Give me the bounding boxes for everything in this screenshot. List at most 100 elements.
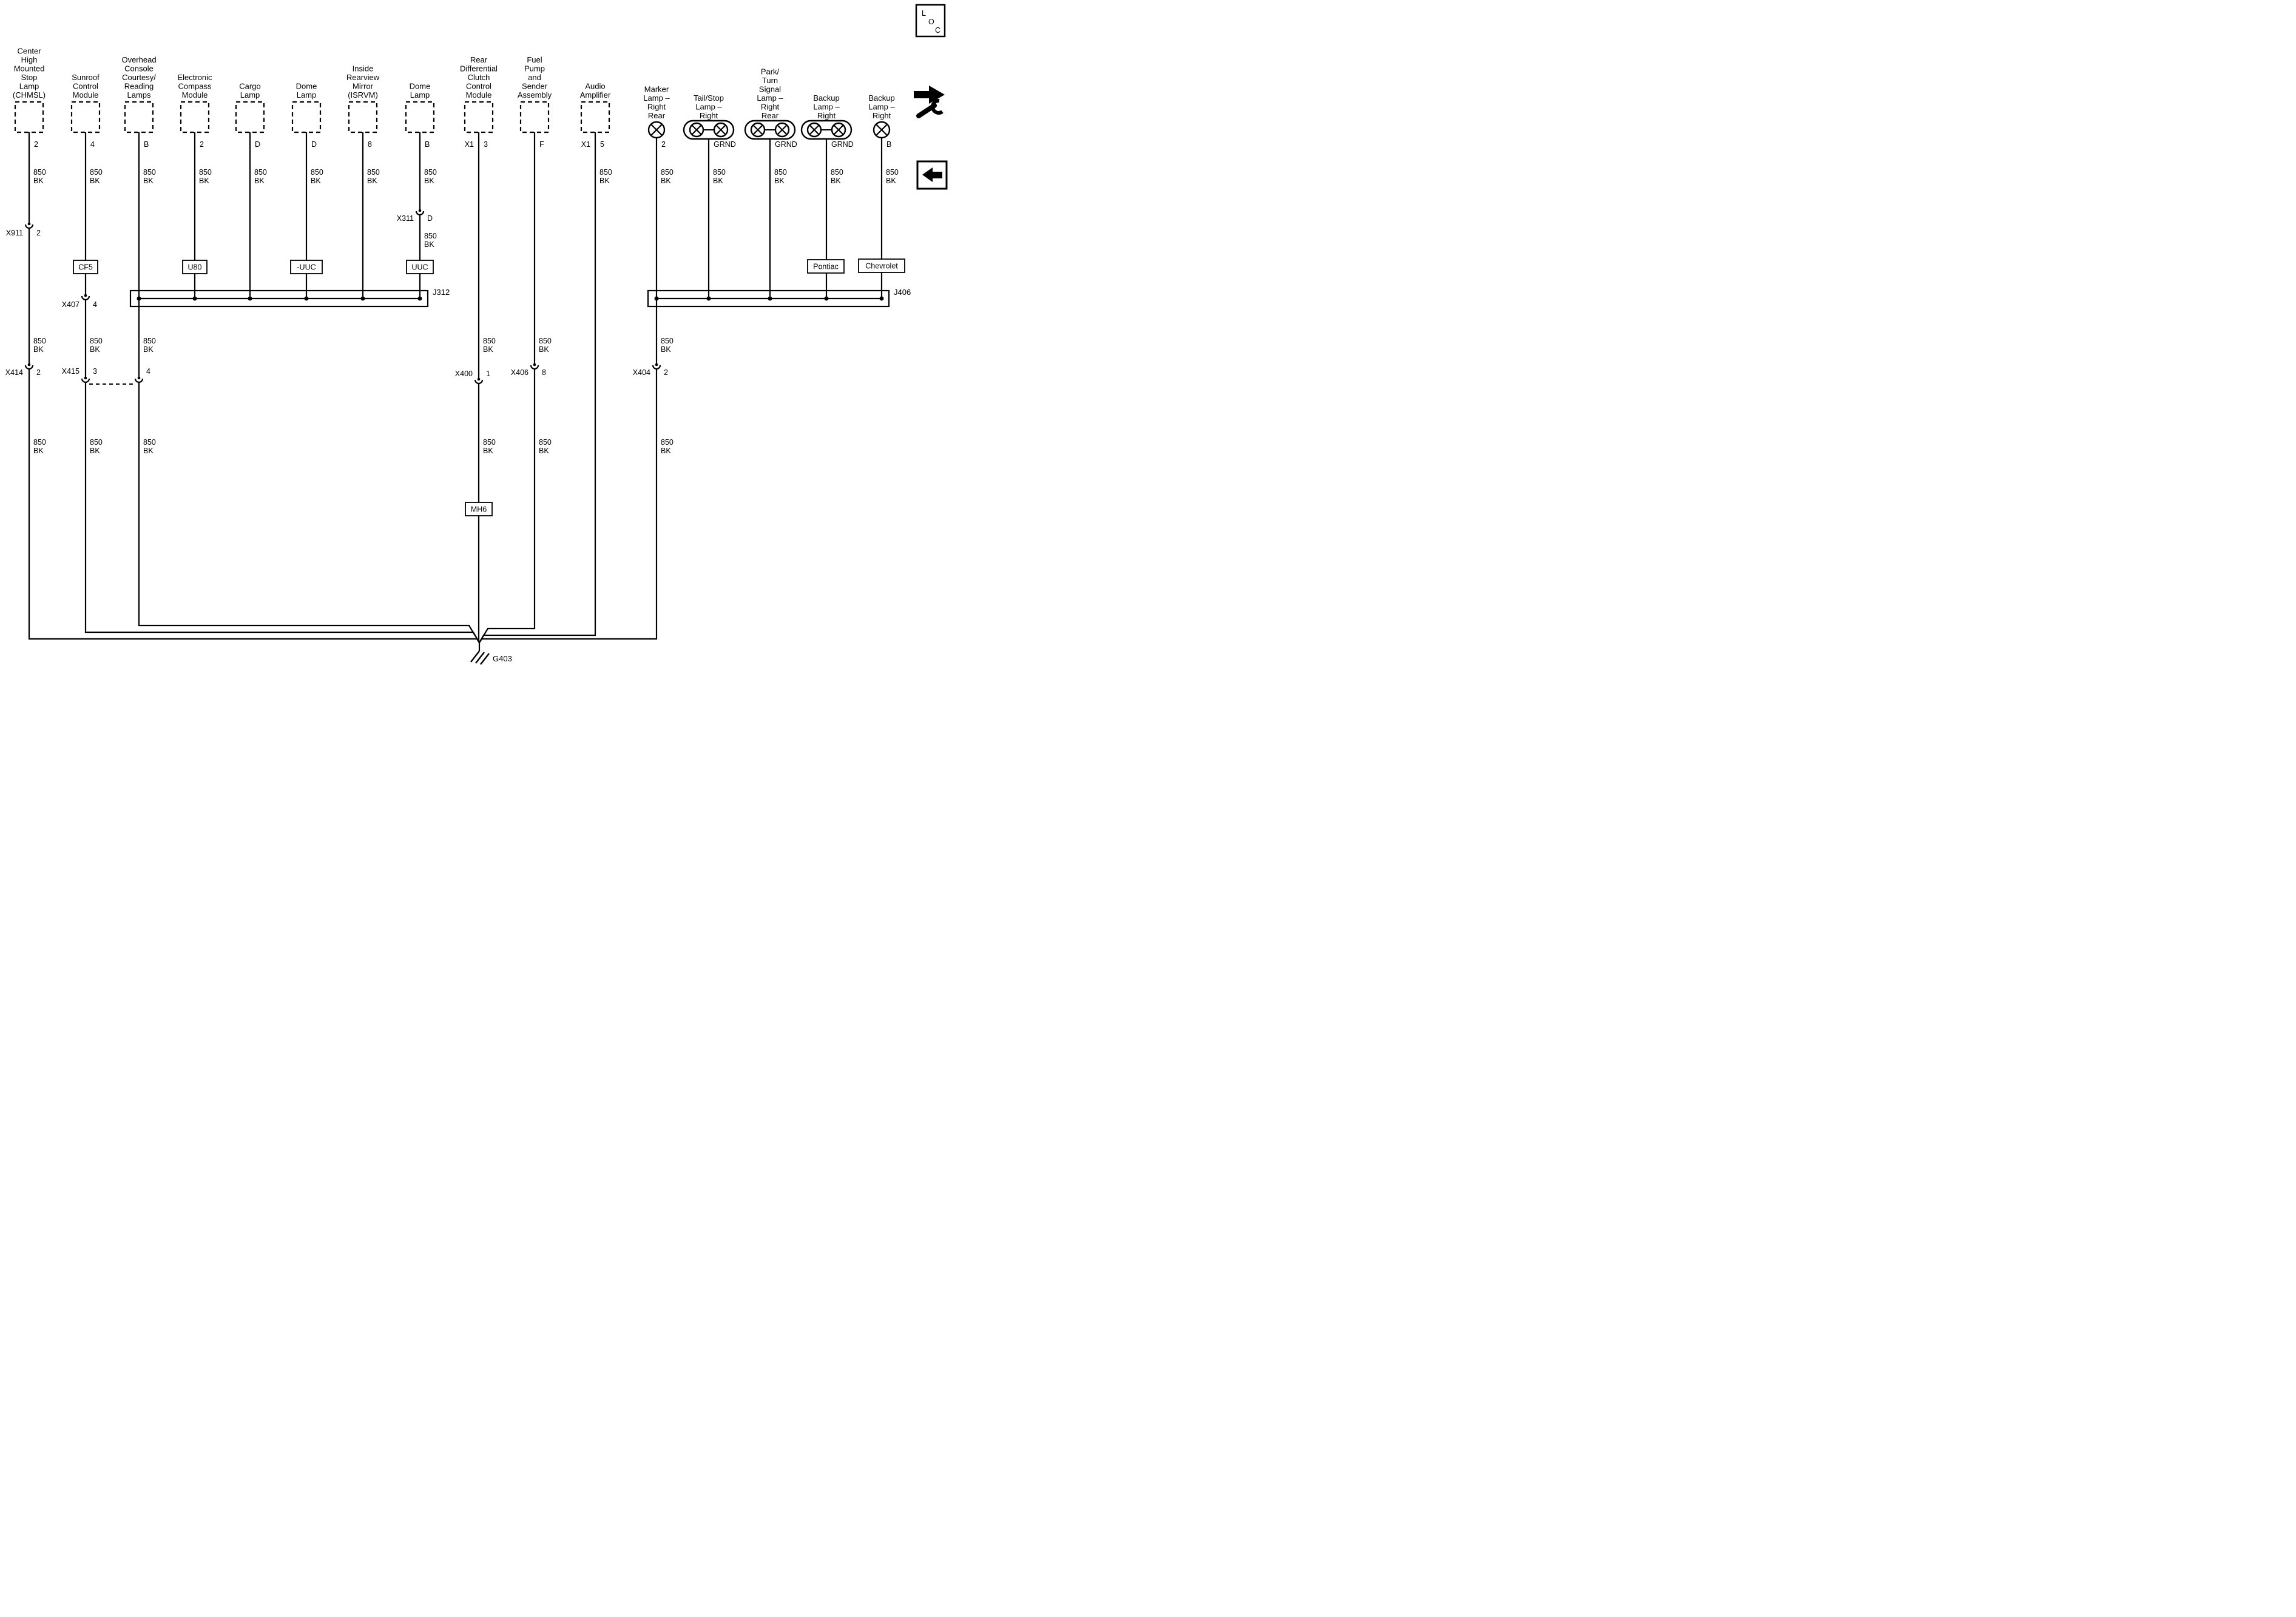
component-box xyxy=(180,101,210,133)
tag-box xyxy=(182,260,208,274)
connector-cup xyxy=(652,365,661,370)
connector-pin-tip xyxy=(477,377,481,381)
connector-cup xyxy=(530,365,539,370)
component-label: Clutch xyxy=(468,73,490,82)
loc-indicator[interactable]: LOC xyxy=(915,4,946,38)
splice-junction-dot xyxy=(417,296,422,301)
pin-label: 4 xyxy=(90,140,95,149)
component-label: Sender xyxy=(522,82,548,91)
lamp-label: Tail/Stop xyxy=(694,93,724,103)
component-label: Lamps xyxy=(127,90,151,100)
connector-pin-tip xyxy=(84,294,87,297)
connector-cup xyxy=(24,224,34,229)
pin-label: 5 xyxy=(600,140,604,149)
connector-pin-tip xyxy=(137,376,141,380)
lamp-label: Backup xyxy=(813,93,839,103)
lamp-label: Signal xyxy=(759,85,781,94)
component-label: Cargo xyxy=(239,82,260,91)
component-label: Dome xyxy=(410,82,431,91)
lamp-label: Lamp – xyxy=(695,103,722,112)
lamp-label: Lamp – xyxy=(757,93,783,103)
lamp-label: Lamp – xyxy=(643,93,670,103)
pin-label: B xyxy=(144,140,149,149)
wrench-head xyxy=(931,98,944,115)
component-box xyxy=(70,101,101,133)
splice-j312: J312 xyxy=(129,288,450,308)
tag-label: -UUC xyxy=(297,263,316,272)
component-label: (CHMSL) xyxy=(13,90,46,100)
component-label: Module xyxy=(466,90,492,100)
component-box xyxy=(124,101,154,133)
component-label: Fuel xyxy=(527,55,542,64)
component-label: Differential xyxy=(460,64,498,73)
component-label: Rear xyxy=(470,55,488,64)
component-label: (ISRVM) xyxy=(348,90,378,100)
tag-label: MH6 xyxy=(471,505,487,514)
component-label: Electronic xyxy=(177,73,212,82)
component-label: Control xyxy=(466,82,491,91)
connector-cup xyxy=(474,379,484,385)
component-box xyxy=(464,101,494,133)
lamp-x xyxy=(777,124,788,135)
service-wrench-icon[interactable] xyxy=(914,86,945,118)
connector-pin-label: 1 xyxy=(486,370,490,378)
splice-junction-dot xyxy=(137,296,141,301)
ground-hatch xyxy=(475,652,485,664)
tag-chevrolet: Chevrolet xyxy=(858,258,905,273)
lamp-x xyxy=(715,124,726,135)
lamp-x xyxy=(833,124,844,135)
pin-label: B xyxy=(425,140,430,149)
component-label: Pump xyxy=(524,64,545,73)
component-label: Control xyxy=(73,82,98,91)
tag-u80: U80 xyxy=(182,260,208,274)
splice-junction-dot xyxy=(768,296,772,301)
lamp-label: Right xyxy=(817,111,836,120)
lamp-label: Right xyxy=(647,103,666,112)
tag-mh6: MH6 xyxy=(465,502,493,516)
lamp-label: Rear xyxy=(761,111,779,120)
component-label: Center xyxy=(17,47,41,56)
component-label: Assembly xyxy=(518,90,552,100)
connector-label: X404 xyxy=(633,368,650,377)
tag-box xyxy=(290,260,323,274)
back-arrow-button[interactable] xyxy=(916,160,948,190)
lamp-label: Right xyxy=(873,111,891,120)
connector-pin-label: 2 xyxy=(36,368,41,377)
tag-uuc: UUC xyxy=(406,260,434,274)
pin-label: B xyxy=(886,140,891,149)
connector-pin-tip xyxy=(27,363,31,366)
lamp-x xyxy=(691,124,702,135)
tag-uuc: -UUC xyxy=(290,260,323,274)
lamp-label: Right xyxy=(700,111,718,120)
component-label: Dome xyxy=(296,82,317,91)
lamp-label: Backup xyxy=(868,93,894,103)
tag-label: Chevrolet xyxy=(865,262,898,271)
tag-label: U80 xyxy=(188,263,202,272)
pin-label: GRND xyxy=(714,140,736,149)
component-label: Module xyxy=(182,90,208,100)
component-label: Reading xyxy=(124,82,154,91)
connector-pin-tip xyxy=(27,222,31,226)
lamp-label: Park/ xyxy=(761,67,780,76)
splice-junction-dot xyxy=(879,296,884,301)
component-label: Mounted xyxy=(14,64,45,73)
splice-junction-dot xyxy=(304,296,309,301)
tag-pontiac: Pontiac xyxy=(807,259,845,274)
